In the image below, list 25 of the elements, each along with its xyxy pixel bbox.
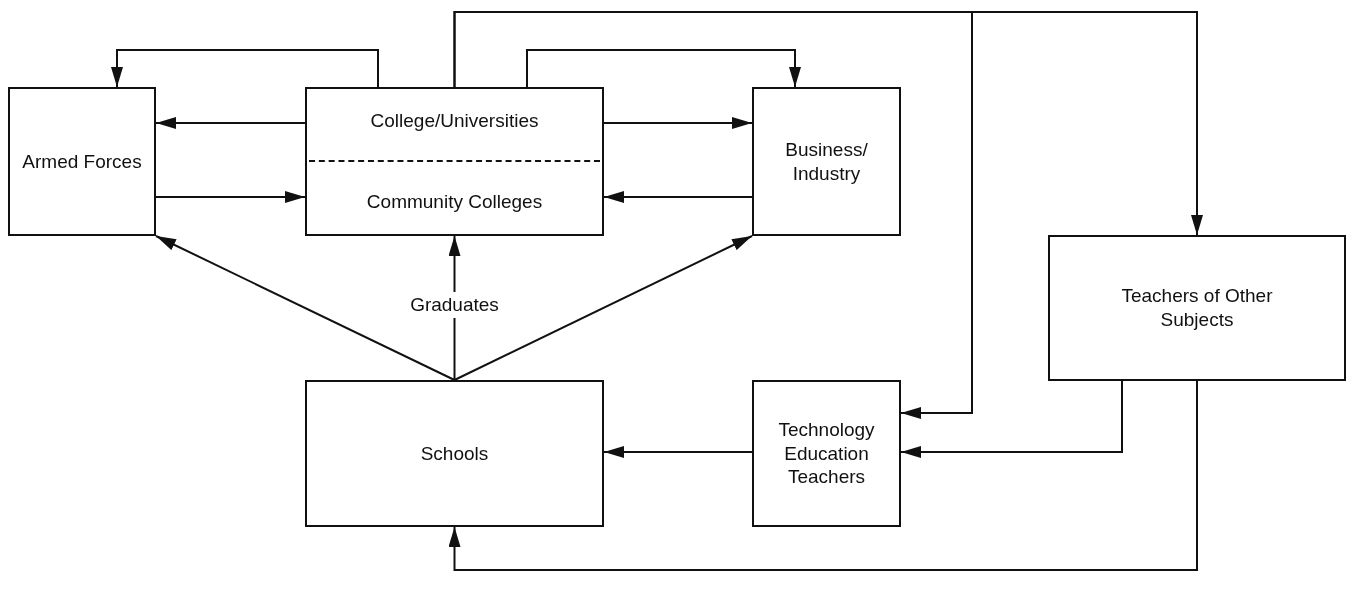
box-label: College/Universities: [370, 108, 539, 133]
arrow: [526, 49, 801, 88]
box-label: Schools: [420, 441, 489, 466]
process-box: [8, 87, 156, 236]
process-box: [752, 87, 901, 236]
process-box: [305, 87, 604, 236]
arrow: [603, 191, 753, 203]
box-label: Teachers of Other Subjects: [1120, 284, 1274, 332]
arrow: [155, 235, 456, 381]
arrow: [453, 235, 753, 381]
box-label: Armed Forces: [22, 149, 142, 174]
arrow: [603, 446, 753, 458]
arrow: [900, 380, 1123, 458]
box-label: Technology Education Teachers: [777, 417, 876, 490]
process-box: [1048, 235, 1346, 381]
arrow: [448, 380, 1198, 571]
arrow: [155, 117, 306, 129]
box-label: Community Colleges: [366, 190, 543, 215]
arrow: [603, 117, 753, 129]
box-label: Business/ Industry: [784, 137, 869, 186]
arrow: [111, 49, 379, 88]
arrow: [453, 11, 973, 419]
process-box: [752, 380, 901, 527]
arrow: [155, 191, 306, 203]
process-box: [305, 380, 604, 527]
